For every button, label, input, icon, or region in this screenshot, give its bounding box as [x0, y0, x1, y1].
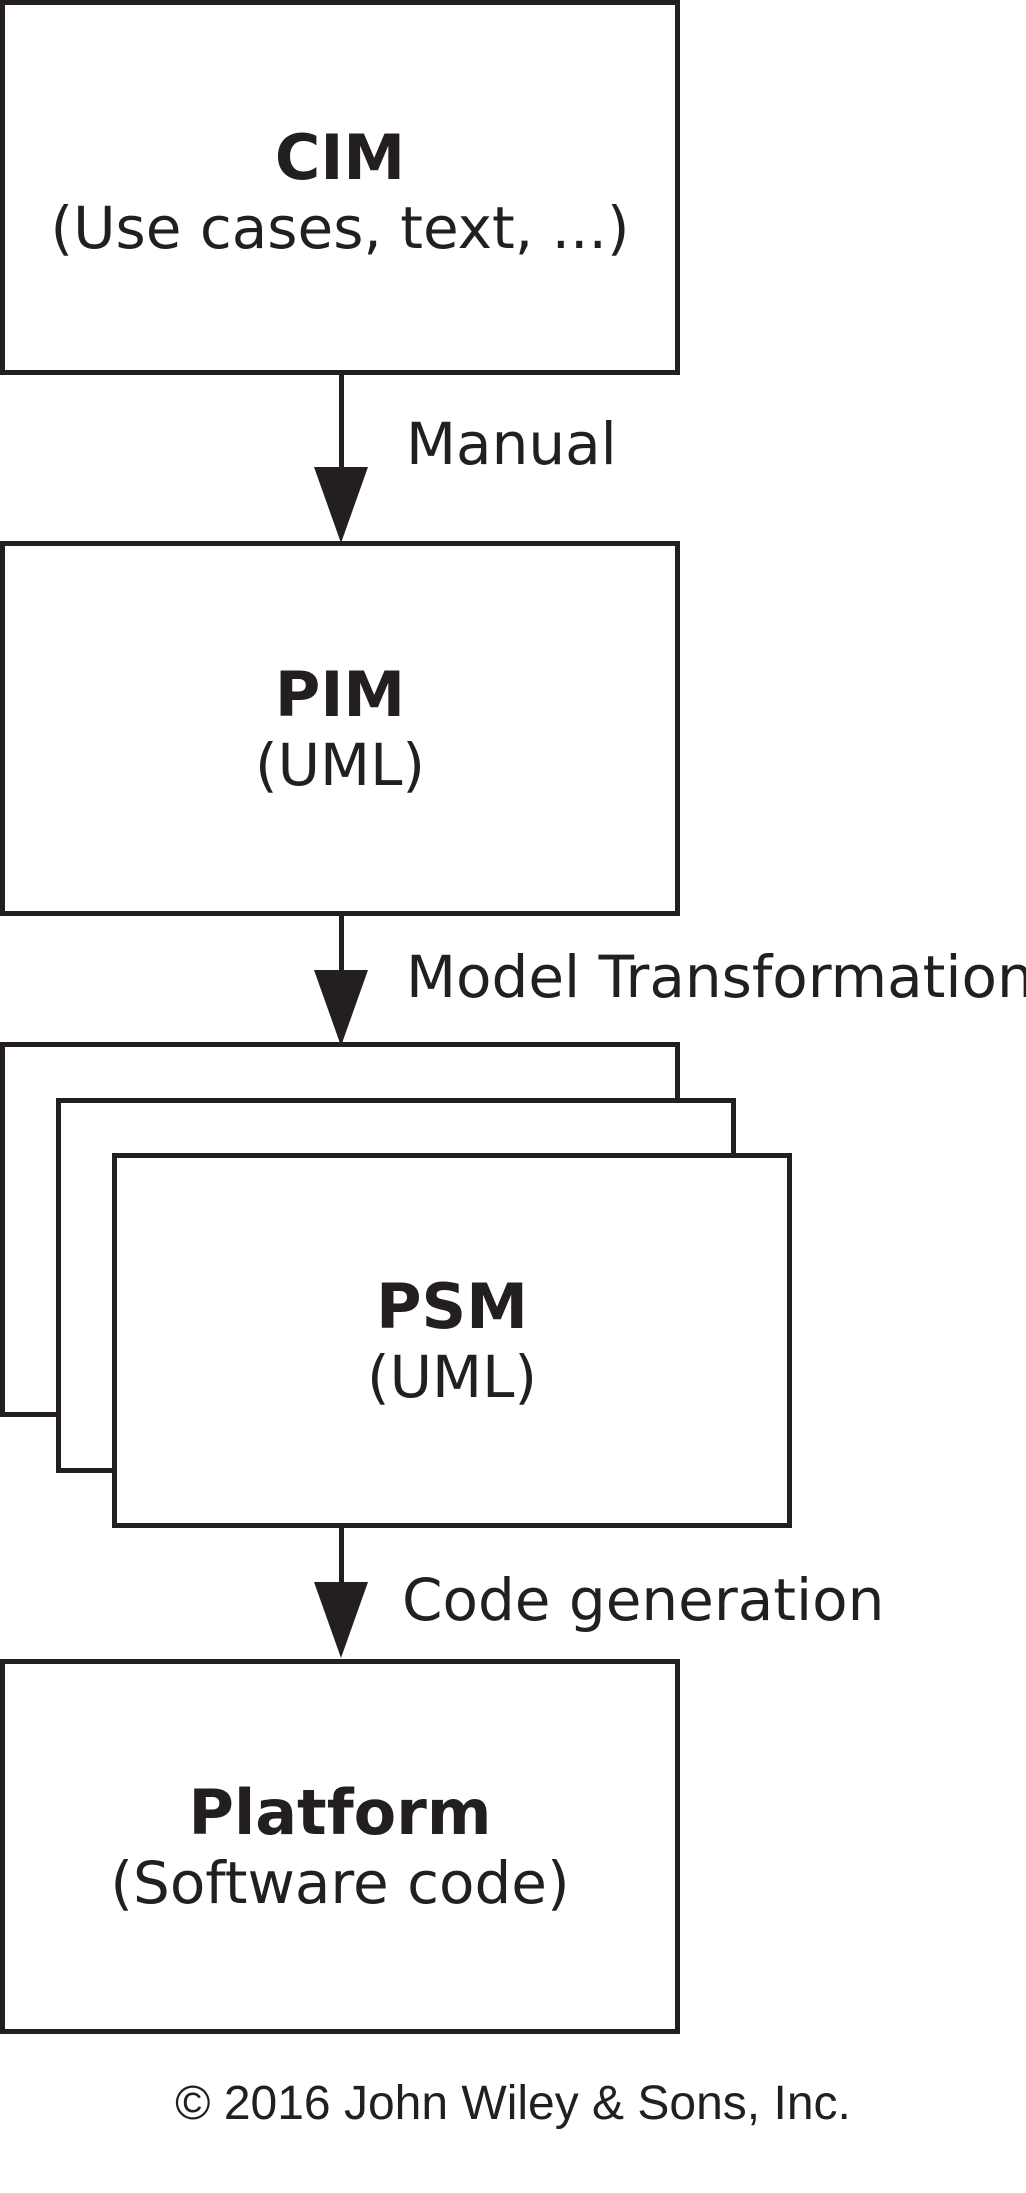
pim-box: PIM (UML): [0, 541, 680, 916]
arrow-shaft: [339, 373, 344, 473]
step-label-code-generation: Code generation: [402, 1566, 885, 1634]
copyright-notice: © 2016 John Wiley & Sons, Inc.: [175, 2077, 851, 2130]
arrow-cim-to-pim: [311, 373, 371, 543]
arrow-pim-to-psm: [311, 914, 371, 1046]
step-label-manual: Manual: [406, 410, 617, 478]
pim-box-content: PIM (UML): [5, 658, 675, 799]
platform-box-content: Platform (Software code): [5, 1776, 675, 1917]
psm-title: PSM: [376, 1270, 528, 1343]
psm-box-content: PSM (UML): [117, 1270, 787, 1411]
cim-box-content: CIM (Use cases, text, ...): [5, 121, 675, 262]
psm-subtitle: (UML): [366, 1343, 538, 1411]
platform-subtitle: (Software code): [110, 1849, 570, 1917]
arrow-shaft: [339, 1526, 344, 1588]
platform-title: Platform: [188, 1776, 492, 1849]
arrow-head: [314, 467, 368, 543]
pim-subtitle: (UML): [254, 731, 426, 799]
cim-title: CIM: [274, 121, 406, 194]
cim-box: CIM (Use cases, text, ...): [0, 0, 680, 375]
platform-box: Platform (Software code): [0, 1659, 680, 2034]
pim-title: PIM: [274, 658, 406, 731]
arrow-psm-to-platform: [311, 1526, 371, 1661]
arrow-head: [314, 1582, 368, 1658]
arrow-head: [314, 970, 368, 1046]
psm-box: PSM (UML): [112, 1153, 792, 1528]
cim-subtitle: (Use cases, text, ...): [50, 194, 630, 262]
step-label-model-transformation: Model Transformation: [406, 943, 1026, 1011]
arrow-shaft: [339, 914, 344, 976]
